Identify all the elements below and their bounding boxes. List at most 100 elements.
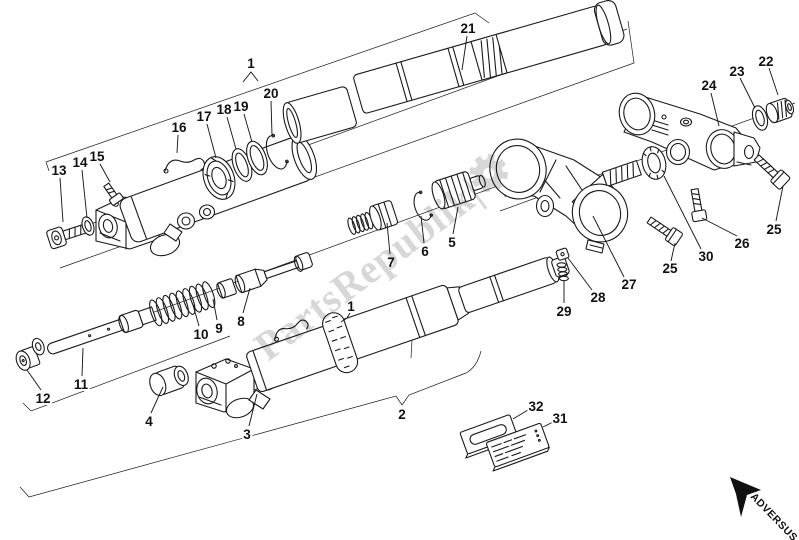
bushing-part-12 [15,337,45,371]
spacer-part-9 [216,278,237,299]
nut-part-28 [555,247,570,261]
assembly-brackets [19,12,635,498]
leader-line [26,369,42,391]
part-label-25: 25 [766,222,782,237]
fork-leg-assembly-bottom [15,171,570,419]
leader-lines [26,35,784,428]
leader-line [567,257,593,291]
screw-part-15 [103,182,124,206]
part-label-1: 1 [247,56,255,71]
damper-rod-part-11 [47,252,313,355]
leader-line [592,215,625,278]
circlip-part-20 [265,133,289,170]
part-label-8: 8 [237,314,245,329]
leader-line [81,169,88,219]
part-label-3: 3 [243,427,251,442]
lower-triple-clamp-part-27 [489,138,642,254]
part-label-14: 14 [72,155,88,170]
leader-line [420,215,425,244]
sticker-part-31 [485,422,550,472]
leader-line [739,77,756,109]
part-label-1: 1 [347,299,355,314]
leader-line [768,67,779,96]
part-label-17: 17 [196,109,211,124]
part-label-18: 18 [216,102,232,117]
leader-line [542,421,554,428]
part-label-2: 2 [398,407,406,422]
leader-line [212,298,218,321]
part-label-21: 21 [460,21,476,36]
adjuster-part-5 [431,171,486,210]
fork-leg-assembly-top [46,0,625,257]
part-label-16: 16 [171,120,187,135]
leader-line [242,71,259,83]
part-label-30: 30 [698,249,713,264]
part-number-labels: 1212223242526302527282956718910111243232… [33,19,784,444]
part-label-5: 5 [448,235,456,250]
leader-line [226,116,237,150]
part-label-22: 22 [758,54,773,69]
screw-part-26 [690,188,708,223]
leader-line [176,134,179,154]
leader-line [59,177,64,223]
leader-line [243,113,253,143]
knurled-bushing [322,312,359,374]
part-label-4: 4 [145,414,153,429]
leader-line [512,409,529,420]
leader-line [710,92,720,127]
cap-nut-part-22 [765,97,795,124]
part-label-24: 24 [701,78,717,93]
part-label-27: 27 [621,277,636,292]
leader-line [663,175,702,250]
seal-ring-part-19 [246,140,268,176]
leader-line [452,206,459,235]
part-label-10: 10 [193,327,208,342]
spring-part-10 [149,281,216,327]
leader-line [81,347,84,377]
part-label-23: 23 [729,64,745,79]
leader-line [99,163,111,183]
spring-clip-part-16 [163,157,206,174]
leader-line [206,123,217,159]
spring-part-29 [556,262,569,282]
leader-line [192,304,200,327]
part-label-26: 26 [734,236,750,251]
cartridge-parts [347,171,486,235]
leader-line [775,185,784,222]
bearing-part-17 [202,156,236,200]
leader-line [701,217,738,237]
arrow-cursor-icon [730,477,761,517]
adjusting-ring-part-30 [641,146,667,180]
rod-end-part-8 [234,268,268,294]
part-label-31: 31 [552,411,568,426]
leader-line [248,393,258,427]
part-label-19: 19 [233,99,248,114]
part-label-12: 12 [35,391,50,406]
part-label-29: 29 [556,304,571,319]
leader-line [461,35,468,71]
leader-line [340,312,351,323]
stanchion-tube-part-21 [353,0,625,114]
pinch-screw-part-25-upper [753,154,791,190]
outer-tube-section [282,86,357,144]
part-label-13: 13 [51,163,67,178]
leader-line [242,287,251,314]
part-label-6: 6 [421,244,429,259]
part-label-28: 28 [590,290,606,305]
brand-logo: ADVERSUS [730,477,799,540]
part-label-20: 20 [263,86,278,101]
washer-part-23 [751,105,769,131]
leader-line [150,386,164,414]
part-label-9: 9 [215,321,223,336]
slider-tube-bottom [246,256,570,393]
leader-line [386,222,391,255]
part-label-32: 32 [528,399,543,414]
leader-line [270,100,273,136]
leader-line [670,242,676,262]
gear-icon [469,153,508,193]
part-label-11: 11 [74,377,89,392]
brand-logo-text: ADVERSUS [748,491,799,540]
piston-part-7 [369,200,399,231]
